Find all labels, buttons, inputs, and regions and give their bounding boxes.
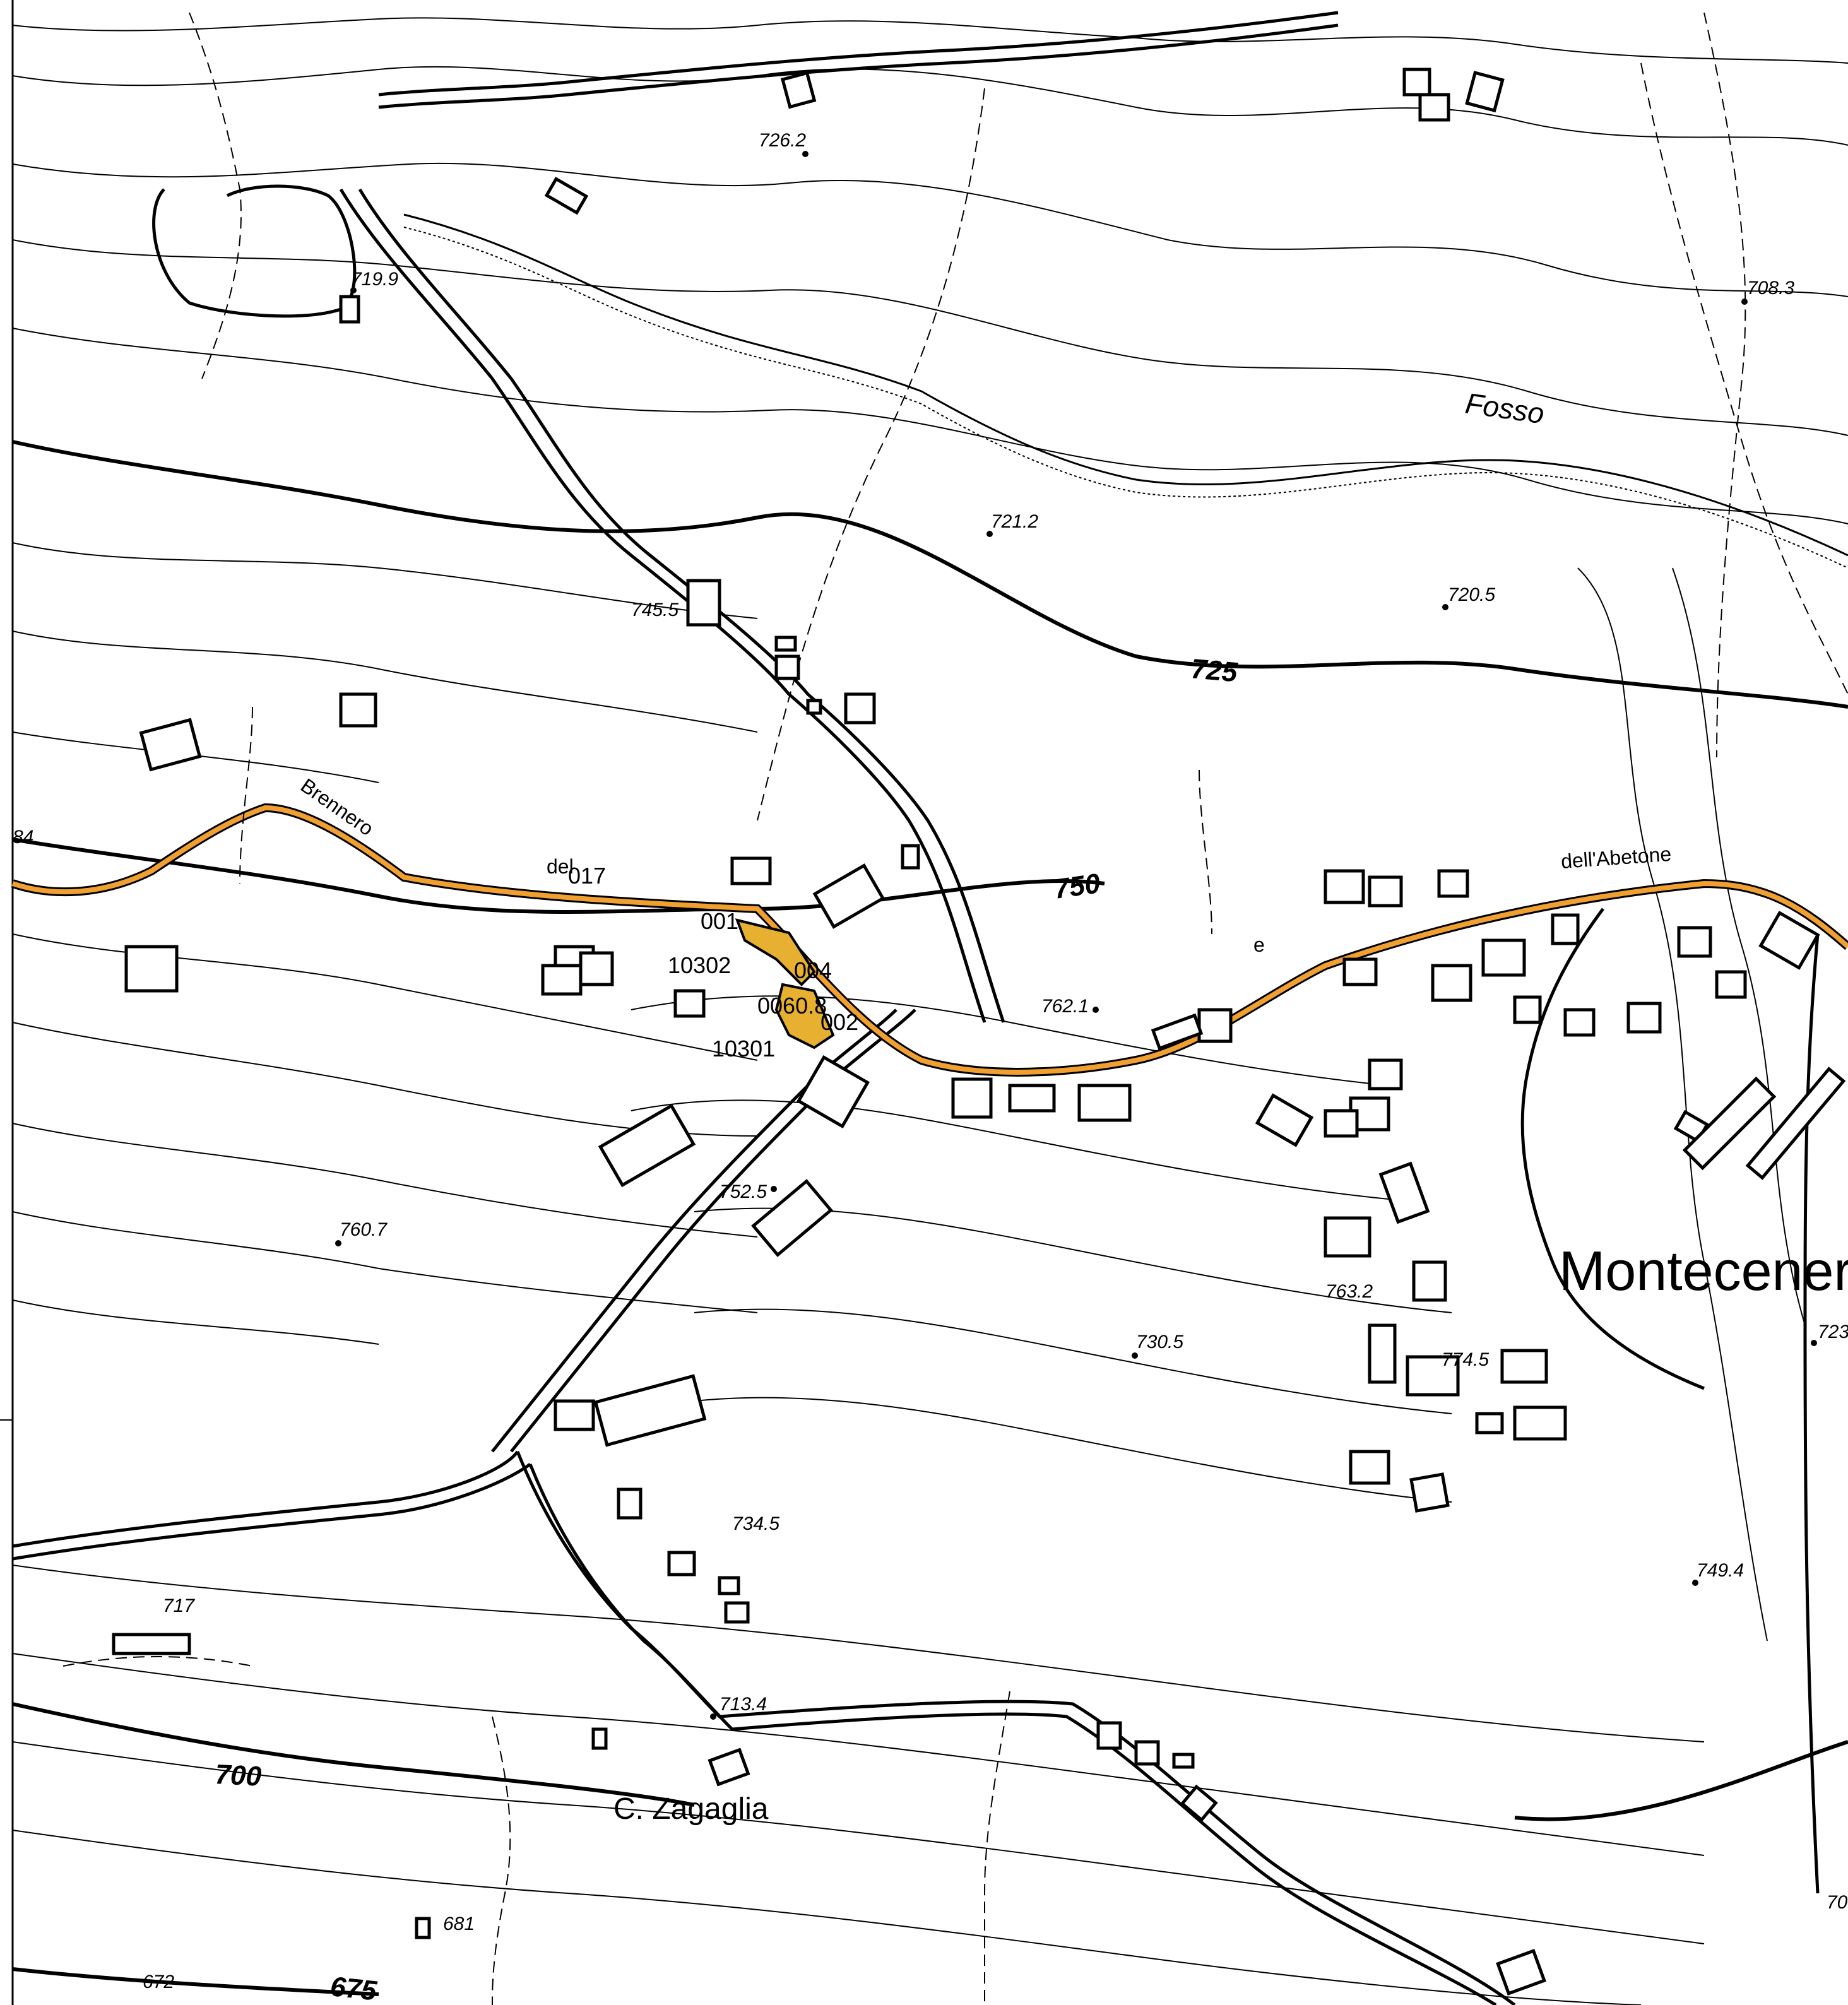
contour-label-725: 725: [1190, 653, 1239, 688]
spot-708-3: 708.3: [1747, 278, 1794, 299]
spot-672: 672: [143, 1972, 174, 1992]
parcel-label-017: 017: [568, 863, 606, 889]
contour-label-700: 700: [214, 1759, 262, 1792]
spot-720-5: 720.5: [1448, 584, 1495, 605]
fosso-stream: [403, 213, 1848, 569]
contour-label-675: 675: [329, 1971, 379, 2005]
spot-745-5: 745.5: [631, 600, 678, 620]
spot-774-5: 774.5: [1442, 1349, 1489, 1370]
spot-734-5: 734.5: [732, 1513, 779, 1534]
contour-label-750: 750: [1052, 868, 1103, 905]
parcel-002: [774, 983, 835, 1050]
spot-760-7: 760.7: [340, 1219, 388, 1240]
highlighted-parcels: [735, 918, 835, 1050]
spot-726-2: 726.2: [759, 130, 806, 151]
road-label-e: e: [1253, 933, 1265, 956]
road-label-del: del: [547, 855, 574, 878]
road-label-abetone: dell'Abetone: [1560, 843, 1672, 873]
spot-height-markers: [335, 151, 1817, 1720]
spot-752-5: 752.5: [720, 1181, 767, 1202]
town-label: Montecener: [1559, 1239, 1848, 1302]
spot-717: 717: [163, 1595, 195, 1616]
dashed-tracks: [62, 12, 1848, 2005]
buildings: [112, 68, 1846, 1996]
parcel-label-004: 004: [794, 957, 832, 983]
index-contours: [12, 440, 1848, 1996]
spot-70: 70: [1827, 1892, 1848, 1913]
parcel-label-10301: 10301: [712, 1036, 775, 1062]
spot-730-5: 730.5: [1136, 1332, 1183, 1352]
parcel-label-001: 001: [701, 908, 738, 934]
spot-84: 84: [13, 827, 33, 848]
spot-721-2: 721.2: [991, 511, 1038, 532]
parcel-001: [735, 918, 816, 986]
roads: [12, 11, 1820, 2005]
spot-681: 681: [443, 1913, 475, 1934]
parcel-label-0060-8: 0060.8: [757, 993, 827, 1019]
main-road-highlight: [11, 803, 1848, 1077]
map-frame: [0, 0, 14, 2005]
spot-763-2: 763.2: [1325, 1281, 1373, 1302]
spot-723: 723: [1818, 1322, 1848, 1342]
spot-749-4: 749.4: [1697, 1560, 1744, 1581]
parcel-label-10302: 10302: [668, 952, 731, 978]
locality-label: C. Zagaglia: [613, 1792, 769, 1826]
parcel-label-002: 002: [820, 1009, 858, 1035]
map-labels: Fosso Brennero del dell'Abetone e 725 75…: [13, 130, 1848, 2005]
spot-713-4: 713.4: [720, 1694, 767, 1715]
spot-762-1: 762.1: [1041, 996, 1089, 1017]
spot-719-9: 719.9: [351, 269, 398, 290]
